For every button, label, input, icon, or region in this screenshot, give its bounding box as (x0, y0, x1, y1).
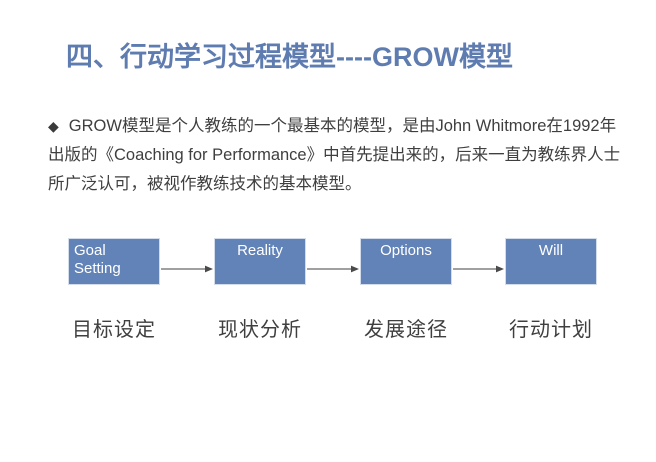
body-paragraph: ◆GROW模型是个人教练的一个最基本的模型，是由John Whitmore在19… (48, 112, 626, 199)
flow-arrow-options-to-will (453, 261, 504, 273)
body-text: GROW模型是个人教练的一个最基本的模型，是由John Whitmore在199… (48, 117, 621, 193)
arrow-right-icon (307, 265, 359, 273)
flow-step-label: Reality (237, 242, 283, 259)
flow-step-caption-goal-setting: 目标设定 (72, 319, 156, 341)
flow-step-box-options[interactable]: Options (360, 238, 452, 285)
arrow-right-icon (161, 265, 213, 273)
diamond-bullet-icon: ◆ (48, 118, 59, 134)
flow-step-box-reality[interactable]: Reality (214, 238, 306, 285)
page-title: 四、行动学习过程模型----GROW模型 (66, 42, 513, 72)
flow-step-label: Will (538, 242, 564, 259)
bullet-paragraph: ◆GROW模型是个人教练的一个最基本的模型，是由John Whitmore在19… (48, 112, 626, 199)
flow-arrow-reality-to-options (307, 261, 359, 273)
flow-step-label: Options (380, 242, 432, 259)
flow-step-label: Goal Setting (74, 242, 121, 277)
flow-step-box-will[interactable]: Will (505, 238, 597, 285)
flow-step-caption-options: 发展途径 (364, 319, 448, 341)
flow-step-caption-will: 行动计划 (509, 319, 593, 341)
arrow-right-icon (453, 265, 504, 273)
flow-step-caption-reality: 现状分析 (218, 319, 302, 341)
flow-arrow-goal-to-reality (161, 261, 213, 273)
flow-step-box-goal-setting[interactable]: Goal Setting (68, 238, 160, 285)
